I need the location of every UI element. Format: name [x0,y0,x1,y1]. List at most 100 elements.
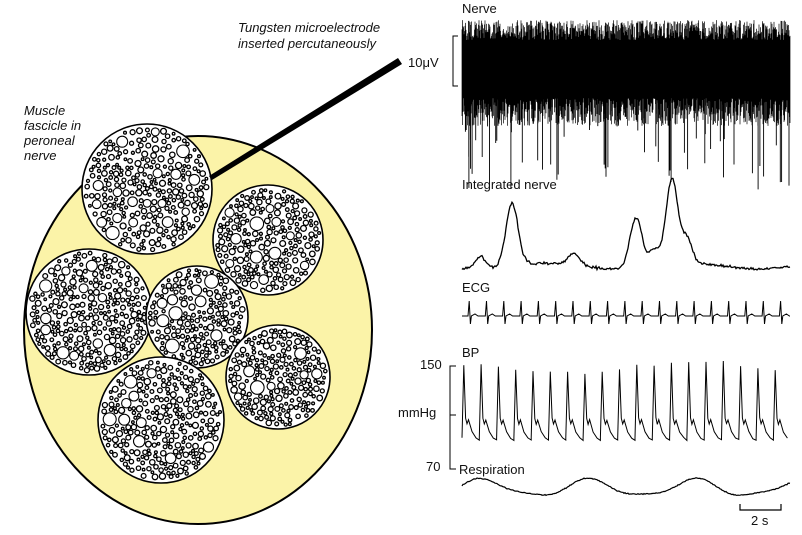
axon [293,238,298,243]
axon [101,192,108,198]
axon [124,169,132,177]
axon [108,175,114,180]
axon [181,177,186,182]
axon [52,308,59,315]
axon [109,221,114,226]
axon [170,204,176,211]
axon [132,435,146,448]
axon [203,435,209,440]
axon [251,271,257,276]
axon [254,363,259,368]
axon [246,277,252,283]
axon [230,271,237,278]
axon [167,364,174,371]
axon [279,262,286,269]
axon [226,227,231,232]
axon [179,340,186,347]
axon [244,339,249,345]
axon [122,130,128,135]
axon [156,207,162,213]
axon [237,320,242,325]
axon [238,403,243,408]
axon [128,317,136,325]
electrode-label-line1: Tungsten microelectrode [238,20,381,35]
axon [81,293,87,300]
axon [185,272,192,278]
axon [229,288,235,294]
axon [136,230,142,236]
axon [197,309,202,314]
axon [198,373,203,378]
axon [120,448,125,453]
axon [138,325,144,331]
axon [108,315,116,322]
axon [247,202,255,210]
axon [33,291,38,297]
axon [137,166,145,174]
axon [313,234,318,239]
axon [251,403,258,411]
axon [103,177,109,183]
axon [168,464,174,471]
axon [171,242,176,247]
axon [237,214,242,219]
axon [123,451,128,456]
axon [247,267,254,273]
axon [244,238,251,245]
axon [77,345,85,353]
axon [167,181,172,186]
axon [119,273,124,278]
axon [196,190,205,198]
axon [49,320,56,326]
axon [308,231,315,238]
axon [93,277,99,283]
axon [174,403,180,409]
axon [233,392,243,401]
axon [215,242,221,248]
axon [165,386,171,392]
axon [190,201,199,210]
fascicle [97,356,225,484]
axon [322,368,328,374]
axon [205,339,212,346]
axon [308,250,316,258]
axon [181,215,189,223]
axon [217,300,222,306]
axon [182,465,189,472]
axon [35,328,41,334]
axon [115,162,120,167]
axon [269,265,274,270]
axon [191,454,196,460]
axon [194,405,200,411]
axon [131,406,137,411]
nerve-trace-label: Nerve [462,1,497,16]
axon [180,221,185,226]
axon [185,334,191,340]
axon [106,437,112,443]
axon [92,282,100,289]
axon [246,244,252,250]
axon [69,303,76,311]
axon [285,263,292,270]
axon [207,350,212,355]
axon [289,274,295,279]
axon [161,138,167,145]
axon [67,346,73,351]
axon [314,245,321,252]
axon [166,441,171,446]
axon [181,345,186,351]
axon [113,360,118,366]
axon [156,387,163,394]
axon [297,384,305,391]
axon [266,224,272,230]
axon [218,341,223,346]
axon [184,421,189,426]
axon [285,331,293,339]
axon [166,278,171,283]
axon [154,240,162,248]
axon [216,272,221,278]
axon [160,283,165,288]
axon [228,218,234,223]
axon [41,344,46,349]
axon [62,336,69,343]
